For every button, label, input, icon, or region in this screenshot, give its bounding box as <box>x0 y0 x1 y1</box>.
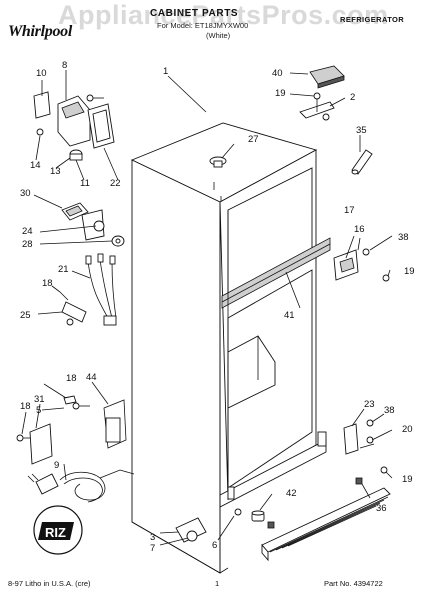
callout-38a: 38 <box>398 232 409 243</box>
page-number: 1 <box>215 579 220 588</box>
callout-labels: 1 2 3 5 6 7 8 9 10 11 13 14 16 17 18 18 … <box>20 60 415 554</box>
leader-lines <box>21 70 393 546</box>
callout-16: 16 <box>354 224 365 235</box>
top-hinge <box>299 92 335 121</box>
diagram-title: CABINET PARTS <box>150 8 239 19</box>
callout-38b: 38 <box>384 405 395 416</box>
print-info: 8-97 Litho in U.S.A. (cre) <box>8 579 91 588</box>
callout-18c: 18 <box>20 401 31 412</box>
callout-8: 8 <box>62 60 67 71</box>
callout-27: 27 <box>248 134 259 145</box>
callout-21: 21 <box>58 264 69 275</box>
wiring-harness <box>59 253 117 326</box>
callout-31: 31 <box>34 394 45 405</box>
brand-logo: Whirlpool <box>8 23 72 40</box>
callout-17: 17 <box>344 205 355 216</box>
product-type: REFRIGERATOR <box>340 15 405 24</box>
callout-5: 5 <box>36 405 41 416</box>
callout-44: 44 <box>86 372 97 383</box>
callout-40: 40 <box>272 68 283 79</box>
callout-1: 1 <box>163 66 168 77</box>
callout-28: 28 <box>22 239 33 250</box>
callout-2: 2 <box>350 92 355 103</box>
watermark: AppliancePartsPros.com <box>58 0 389 30</box>
callout-19b: 19 <box>404 266 415 277</box>
cover-and-cord <box>27 423 135 503</box>
callout-13: 13 <box>50 166 61 177</box>
part-number: Part No. 4394722 <box>324 579 383 588</box>
callout-42: 42 <box>286 488 297 499</box>
leveling-parts <box>175 508 265 543</box>
color-line: (White) <box>206 31 231 40</box>
callout-35: 35 <box>356 125 367 136</box>
callout-11: 11 <box>80 178 90 189</box>
cabinet <box>130 122 331 574</box>
callout-14: 14 <box>30 160 41 171</box>
hinge-pin <box>351 149 373 175</box>
center-hinge <box>333 248 390 282</box>
callout-20: 20 <box>402 424 413 435</box>
callout-10: 10 <box>36 68 47 79</box>
drain-bracket <box>16 395 127 449</box>
callout-19c: 19 <box>402 474 413 485</box>
model-line: For Model: ET18JMYXW00 <box>157 21 249 30</box>
callout-25: 25 <box>20 310 31 321</box>
callout-18a: 18 <box>42 278 53 289</box>
callout-18b: 18 <box>66 373 77 384</box>
bottom-hinge <box>343 419 388 474</box>
callout-30: 30 <box>20 188 31 199</box>
hinge-cover <box>309 65 345 89</box>
control-housing <box>33 91 115 161</box>
riz-badge: RIZ <box>33 505 83 555</box>
toe-grille <box>261 477 391 562</box>
light-assembly <box>61 202 125 247</box>
riz-badge-text: RIZ <box>45 525 66 540</box>
callout-22: 22 <box>110 178 121 189</box>
callout-36: 36 <box>376 503 387 514</box>
callout-9: 9 <box>54 460 59 471</box>
callout-23: 23 <box>364 399 375 410</box>
callout-19a: 19 <box>275 88 286 99</box>
callout-6: 6 <box>212 540 217 551</box>
callout-3: 3 <box>150 532 155 543</box>
top-plug <box>209 156 227 202</box>
callout-7: 7 <box>150 543 155 554</box>
callout-41: 41 <box>284 310 295 321</box>
callout-24: 24 <box>22 226 33 237</box>
